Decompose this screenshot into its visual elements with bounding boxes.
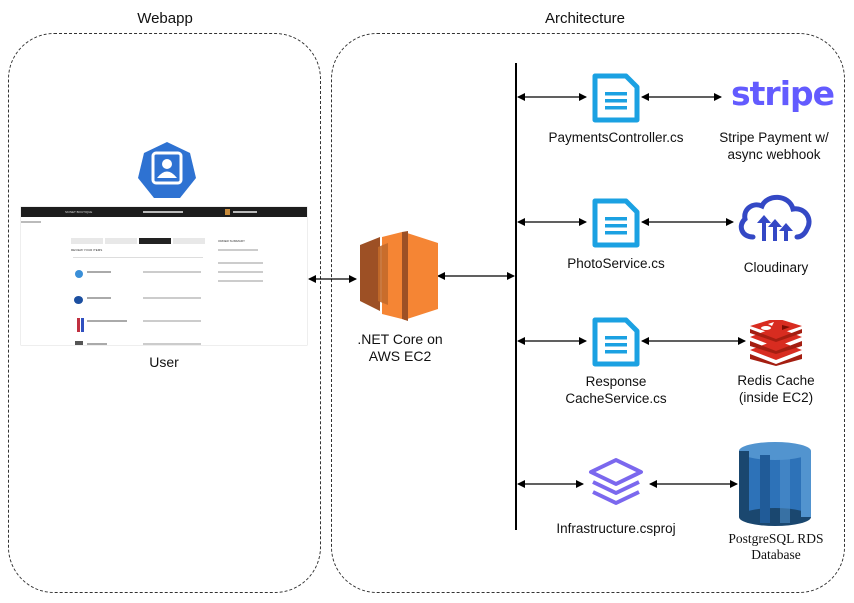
screenshot-tab-review <box>139 238 171 244</box>
stripe-label-line1: Stripe Payment w/ <box>719 130 829 145</box>
layers-icon <box>589 458 643 505</box>
screenshot-avatar <box>225 209 230 215</box>
document-icon <box>592 73 640 123</box>
server-label-line1: .NET Core on <box>357 331 443 347</box>
document-icon <box>592 317 640 367</box>
stripe-label-line2: async webhook <box>727 147 821 162</box>
rds-label: PostgreSQL RDS Database <box>706 531 846 563</box>
screenshot-summary-title: ORDER SUMMARY <box>218 239 245 243</box>
screenshot-item-image <box>77 318 80 332</box>
screenshot-tab-payment <box>173 238 205 244</box>
response-cache-line2: CacheService.cs <box>565 391 667 406</box>
screenshot-item-image <box>74 296 83 304</box>
screenshot-user-menu <box>233 211 257 213</box>
response-cache-service-label: Response CacheService.cs <box>546 373 686 407</box>
screenshot-table-header <box>73 257 203 258</box>
webapp-screenshot: SKINET BOUTIQUE REVIEW YOUR ITEMS ORDER … <box>21 207 307 345</box>
response-cache-line1: Response <box>585 374 647 389</box>
screenshot-item-values <box>143 320 201 322</box>
screenshot-tab-delivery <box>105 238 137 244</box>
user-icon <box>138 142 196 198</box>
architecture-group-box <box>331 33 845 593</box>
screenshot-item-values <box>143 343 201 345</box>
screenshot-summary-line <box>218 280 263 282</box>
cloudinary-label: Cloudinary <box>743 260 809 275</box>
webapp-group-box <box>8 33 321 593</box>
screenshot-summary-line <box>218 262 263 264</box>
redis-label-line2: (inside EC2) <box>738 390 814 405</box>
payments-controller-label: PaymentsController.cs <box>548 130 684 145</box>
server-label-line2: AWS EC2 <box>368 348 432 364</box>
redis-label: Redis Cache (inside EC2) <box>716 372 836 406</box>
screenshot-item-text <box>87 320 127 322</box>
screenshot-brand: SKINET BOUTIQUE <box>65 210 93 214</box>
rds-database-icon <box>739 442 811 526</box>
screenshot-item-text <box>87 271 111 273</box>
screenshot-item-image <box>75 341 83 345</box>
screenshot-item-text <box>87 343 107 345</box>
screenshot-item-text <box>87 297 111 299</box>
screenshot-section-title: REVIEW YOUR ITEMS <box>71 248 103 252</box>
screenshot-item-image <box>75 270 83 278</box>
screenshot-summary-line <box>218 249 258 251</box>
architecture-group-title: Architecture <box>544 10 626 27</box>
webapp-group-title: Webapp <box>137 10 193 27</box>
redis-label-line1: Redis Cache <box>737 373 815 388</box>
infrastructure-label: Infrastructure.csproj <box>556 521 676 536</box>
screenshot-summary-line <box>218 271 263 273</box>
screenshot-item-values <box>143 297 201 299</box>
screenshot-item-image <box>81 318 84 332</box>
screenshot-tab-address <box>71 238 103 244</box>
stripe-logo: stripe <box>731 74 835 113</box>
rds-label-line2: Database <box>751 547 801 562</box>
cloudinary-icon <box>738 194 812 241</box>
rds-label-line1: PostgreSQL RDS <box>728 531 824 546</box>
stripe-label: Stripe Payment w/ async webhook <box>706 129 842 163</box>
server-label: .NET Core on AWS EC2 <box>350 331 450 365</box>
user-label: User <box>149 354 179 370</box>
screenshot-item-values <box>143 271 201 273</box>
photo-service-label: PhotoService.cs <box>567 256 665 271</box>
screenshot-breadcrumb <box>21 221 41 223</box>
aws-ec2-icon <box>360 231 438 321</box>
redis-icon <box>750 320 802 366</box>
screenshot-nav-links <box>143 211 183 213</box>
document-icon <box>592 198 640 248</box>
